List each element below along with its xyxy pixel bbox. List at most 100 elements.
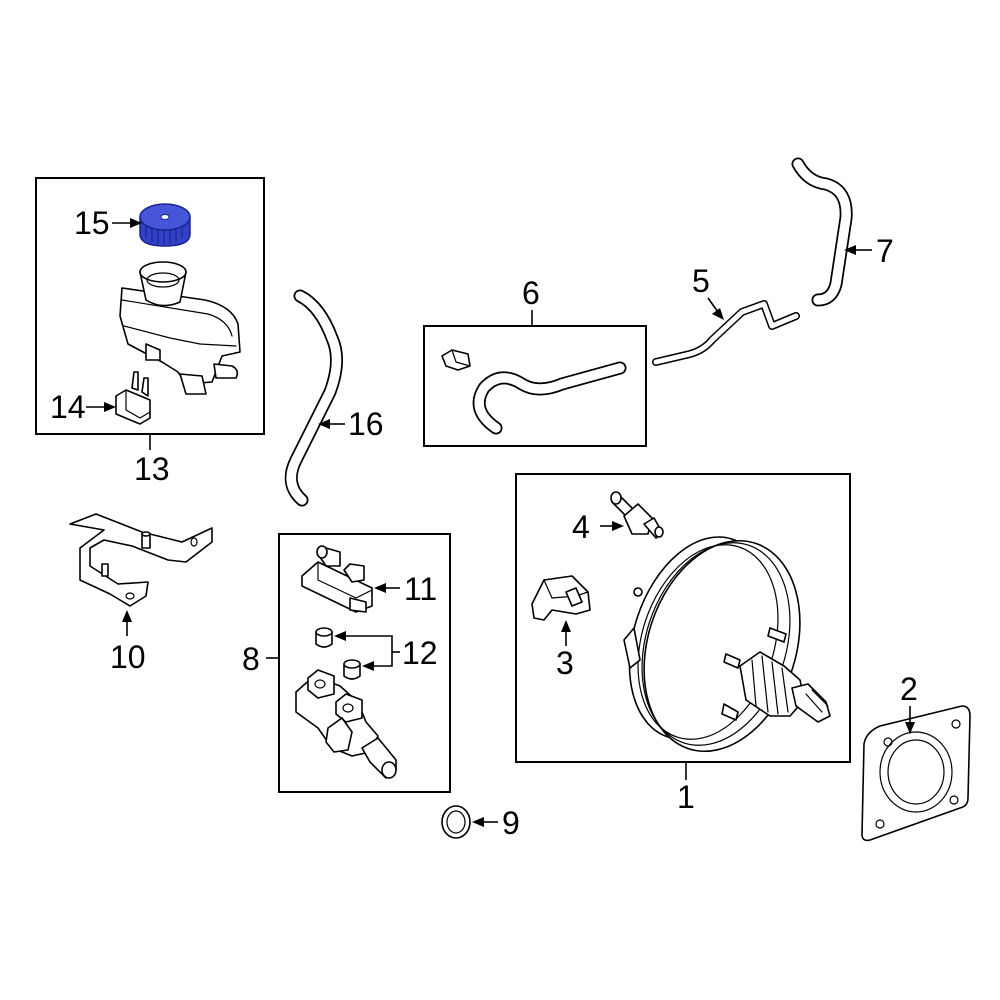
arrow-14 xyxy=(104,402,116,412)
arrow-10 xyxy=(122,610,132,622)
part-12-grommets[interactable] xyxy=(315,627,361,680)
tank-outlet-port xyxy=(213,363,239,379)
hose-6-fitting xyxy=(441,349,471,371)
cylinder-port-1-hole xyxy=(314,679,326,689)
arrow-12b xyxy=(362,661,374,671)
connector-pin-1 xyxy=(131,371,139,391)
o-ring-outer xyxy=(441,805,471,839)
booster-boot-folds xyxy=(751,655,789,715)
cap-ridges xyxy=(145,224,183,244)
adapter-nipple-1-end xyxy=(316,545,328,559)
callout-2: 2 xyxy=(900,671,918,707)
booster-mount-stud-top xyxy=(633,587,643,597)
callout-6: 6 xyxy=(522,275,540,311)
part-13-reservoir-tank[interactable] xyxy=(119,261,241,395)
cylinder-piston-end xyxy=(381,761,397,779)
hose-16-fill xyxy=(286,291,342,505)
part-11-adapter[interactable] xyxy=(301,545,373,613)
bracket-stud-1-top xyxy=(141,531,151,537)
callout-14: 14 xyxy=(50,389,86,425)
hose-6-fitting-detail xyxy=(451,349,471,367)
arrow-5 xyxy=(712,308,724,320)
cylinder-flange xyxy=(325,717,353,753)
gasket-bolt-hole-3 xyxy=(875,819,885,829)
tank-mount-tab xyxy=(145,343,161,361)
part-4-check-valve[interactable] xyxy=(610,491,664,539)
hose-6-fill xyxy=(474,363,625,433)
gasket-bolt-hole-2 xyxy=(951,719,961,729)
part-15-reservoir-cap[interactable] xyxy=(139,203,191,247)
o-ring-inner xyxy=(446,810,466,834)
connector-pin-2 xyxy=(141,377,149,397)
booster-stud-2 xyxy=(767,627,787,643)
part-6-hose-assembly[interactable] xyxy=(441,349,627,435)
part-7-hose[interactable] xyxy=(791,157,853,307)
bracket-stud-2 xyxy=(101,563,109,577)
callout-4: 4 xyxy=(572,509,590,545)
cylinder-port-2-hole xyxy=(342,703,354,713)
bracket-frame xyxy=(69,513,213,607)
part-9-o-ring[interactable] xyxy=(441,805,471,839)
connector-body xyxy=(115,389,151,425)
arrow-4 xyxy=(612,521,624,531)
arrow-11 xyxy=(374,583,386,593)
callout-1: 1 xyxy=(677,779,695,815)
tank-filler-opening xyxy=(139,261,187,283)
leader-5 xyxy=(707,297,719,313)
cylinder-port-2 xyxy=(335,693,363,723)
part-5-vacuum-pipe[interactable] xyxy=(652,300,800,366)
arrow-15 xyxy=(130,218,142,228)
adapter-edge xyxy=(317,561,373,599)
part-14-connector[interactable] xyxy=(115,371,151,425)
bracket-slot xyxy=(190,537,198,547)
callout-9: 9 xyxy=(502,805,520,841)
hose-7-fill xyxy=(793,159,851,305)
connector-edge xyxy=(125,389,151,419)
booster-clevis xyxy=(805,689,829,713)
arrow-9 xyxy=(472,817,484,827)
group-box-6 xyxy=(423,325,647,447)
leader-12 xyxy=(344,635,393,667)
adapter-nipple-2 xyxy=(343,563,365,583)
sensor-plug xyxy=(565,587,583,607)
grommet-2-top xyxy=(343,659,361,669)
bracket-hole xyxy=(125,592,135,600)
pipe-5-fill xyxy=(653,301,799,365)
part-8-master-cylinder[interactable] xyxy=(295,669,397,779)
group-box-8 xyxy=(278,533,451,793)
callout-3: 3 xyxy=(556,645,574,681)
tank-body xyxy=(119,287,241,385)
cap-vent-hole xyxy=(160,214,170,220)
arrow-3 xyxy=(561,620,571,632)
sensor-body xyxy=(531,575,591,621)
gasket-plate xyxy=(861,705,971,842)
valve-nozzle-end xyxy=(654,526,664,538)
callout-7: 7 xyxy=(876,233,894,269)
arrow-7 xyxy=(844,245,856,255)
gasket-opening-inner xyxy=(887,739,945,805)
callout-13: 13 xyxy=(134,451,170,487)
part-1-brake-booster[interactable] xyxy=(605,519,831,772)
booster-stud-1 xyxy=(723,653,741,669)
group-box-1 xyxy=(515,473,851,763)
callout-15: 15 xyxy=(74,205,110,241)
cylinder-port-1 xyxy=(307,669,335,699)
gasket-bolt-hole-1 xyxy=(883,737,893,747)
gasket-bolt-hole-4 xyxy=(949,795,959,805)
booster-front-shell xyxy=(643,539,801,753)
tank-seam xyxy=(121,299,237,347)
callout-5: 5 xyxy=(692,263,710,299)
callout-10: 10 xyxy=(110,639,146,675)
arrow-2 xyxy=(905,722,915,734)
booster-pushrod xyxy=(791,683,831,723)
part-16-hose[interactable] xyxy=(284,289,343,507)
tank-lower-port xyxy=(179,373,207,395)
pipe-5-outline xyxy=(652,300,800,366)
part-2-gasket[interactable] xyxy=(861,705,971,842)
booster-stud-3 xyxy=(721,703,739,721)
callout-12: 12 xyxy=(402,635,438,671)
part-10-bracket[interactable] xyxy=(69,513,213,607)
valve-cap xyxy=(610,491,622,505)
part-3-sensor[interactable] xyxy=(531,575,591,621)
